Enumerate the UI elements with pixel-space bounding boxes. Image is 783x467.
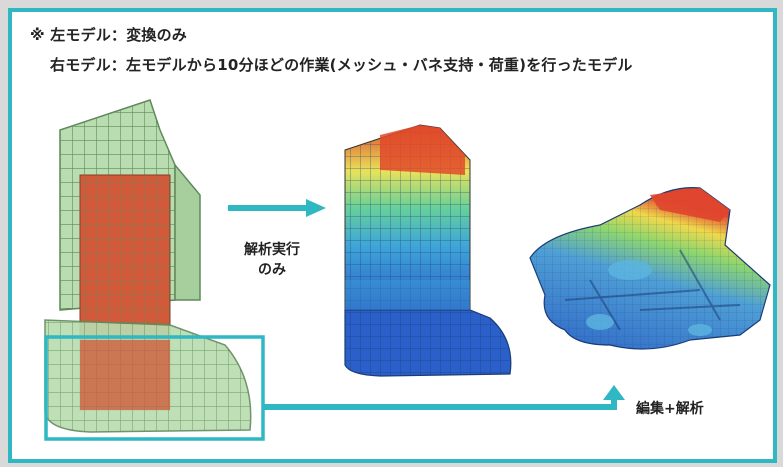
left-building-model xyxy=(44,99,252,433)
arrow-edit-analysis xyxy=(263,385,625,410)
note-line-2: 右モデル：左モデルから10分ほどの作業(メッシュ・バネ支持・荷重)を行ったモデル xyxy=(50,56,633,74)
edit-region-highlight xyxy=(44,335,265,441)
arrow-run-only xyxy=(228,199,326,217)
run-only-label-line1: 解析実行 xyxy=(244,242,300,258)
run-only-label: 解析実行 のみ xyxy=(244,240,300,280)
edit-analysis-label: 編集+解析 xyxy=(636,401,704,417)
middle-building-result xyxy=(344,124,512,377)
run-only-label-line2: のみ xyxy=(258,262,286,278)
right-slab-result xyxy=(529,187,771,350)
note-line-1: ※ 左モデル：変換のみ xyxy=(30,26,188,44)
